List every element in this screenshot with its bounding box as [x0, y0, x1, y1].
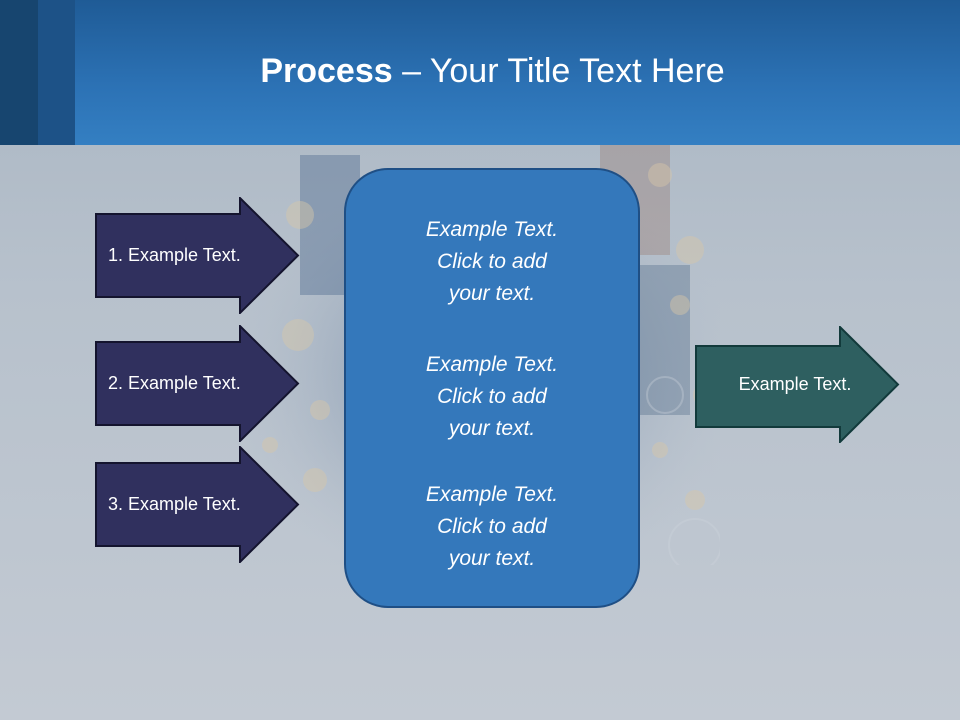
header-accent-stripe-light: [38, 0, 75, 145]
center-paragraph-2: Example Text. Click to add your text.: [346, 349, 638, 445]
title-bar: Process – Your Title Text Here: [0, 0, 960, 145]
process-step-arrow-1[interactable]: 1. Example Text.: [95, 197, 300, 314]
center-line: your text.: [448, 282, 536, 305]
header-accent-stripe: [0, 0, 38, 145]
result-arrow[interactable]: Example Text.: [695, 326, 900, 443]
process-step-label: 3. Example Text.: [108, 494, 241, 514]
process-step-label: 1. Example Text.: [108, 245, 241, 265]
center-line: Click to add: [437, 515, 547, 538]
title-bold-part: Process: [260, 52, 393, 90]
title-rest-part: – Your Title Text Here: [392, 52, 725, 90]
slide-title[interactable]: Process – Your Title Text Here: [0, 52, 960, 91]
center-paragraph-1: Example Text. Click to add your text.: [346, 214, 638, 310]
result-label: Example Text.: [738, 374, 852, 394]
center-line: your text.: [448, 547, 536, 570]
center-line: your text.: [448, 417, 536, 440]
process-step-label: 2. Example Text.: [108, 373, 241, 393]
process-step-arrow-2[interactable]: 2. Example Text.: [95, 325, 300, 442]
center-paragraph-3: Example Text. Click to add your text.: [346, 479, 638, 575]
center-line: Click to add: [437, 250, 547, 273]
center-line: Example Text.: [425, 483, 559, 506]
arrow-shape: [695, 326, 900, 443]
center-line: Click to add: [437, 385, 547, 408]
center-line: Example Text.: [425, 218, 559, 241]
process-step-arrow-3[interactable]: 3. Example Text.: [95, 446, 300, 563]
arrow-shape: [95, 325, 300, 442]
arrow-shape: [95, 197, 300, 314]
center-process-box[interactable]: Example Text. Click to add your text. Ex…: [344, 168, 640, 608]
center-line: Example Text.: [425, 353, 559, 376]
arrow-shape: [95, 446, 300, 563]
